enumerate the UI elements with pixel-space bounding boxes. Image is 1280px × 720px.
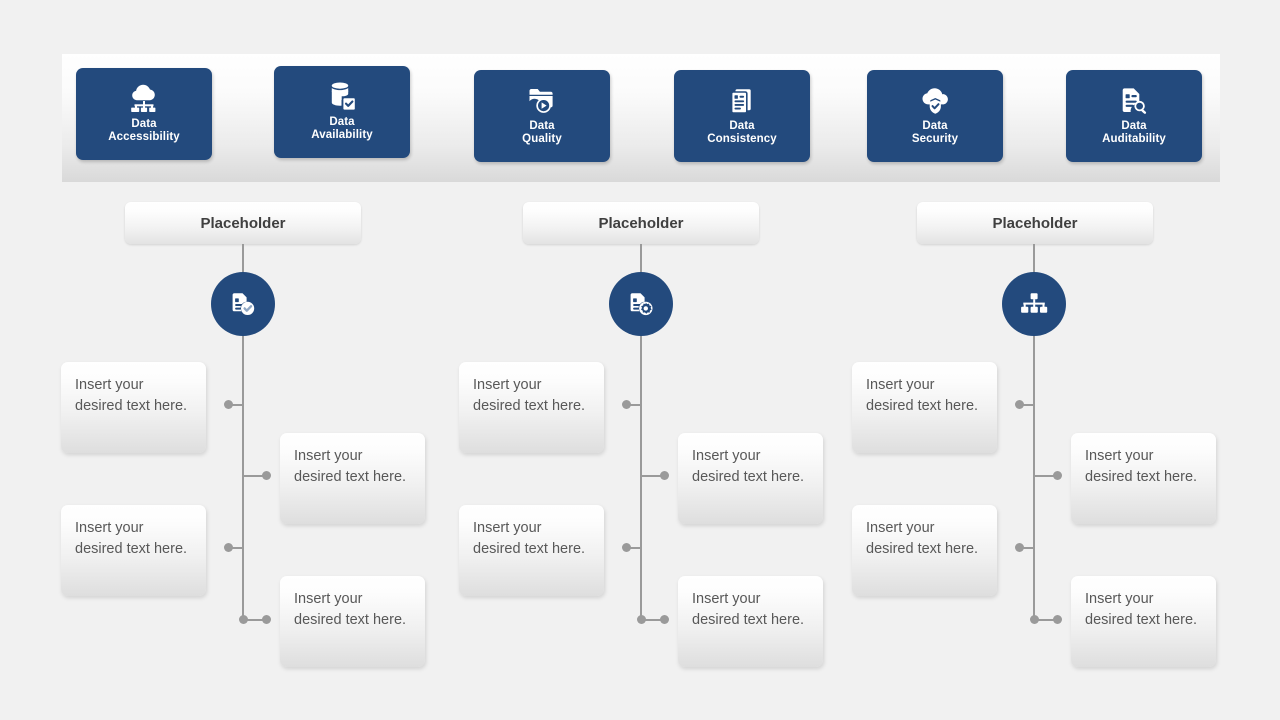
text-box-text: Insert your desired text here. <box>294 448 407 485</box>
branch-line <box>640 475 664 477</box>
text-box-text: Insert your desired text here. <box>866 520 979 557</box>
text-box-text: Insert your desired text here. <box>692 591 805 628</box>
column-icon-2[interactable] <box>609 272 673 336</box>
cloud-network-icon <box>127 81 161 115</box>
category-card-data-security[interactable]: Data Security <box>867 70 1003 162</box>
text-box[interactable]: Insert your desired text here. <box>852 505 997 596</box>
branch-dot <box>1015 400 1024 409</box>
column-trunk-line <box>640 244 642 622</box>
branch-dot <box>224 400 233 409</box>
branch-dot <box>622 543 631 552</box>
column-header-3[interactable]: Placeholder <box>917 202 1153 244</box>
category-card-data-consistency[interactable]: Data Consistency <box>674 70 810 162</box>
hierarchy-icon <box>1021 293 1048 313</box>
branch-line <box>1033 619 1057 621</box>
column-header-label: Placeholder <box>598 214 684 232</box>
branch-dot <box>262 615 271 624</box>
text-box[interactable]: Insert your desired text here. <box>61 505 206 596</box>
column-icon-1[interactable] <box>211 272 275 336</box>
text-box[interactable]: Insert your desired text here. <box>61 362 206 453</box>
text-box[interactable]: Insert your desired text here. <box>459 362 604 453</box>
text-box[interactable]: Insert your desired text here. <box>280 433 425 524</box>
category-card-label: Data Auditability <box>1102 120 1166 145</box>
branch-dot <box>262 471 271 480</box>
category-card-data-auditability[interactable]: Data Auditability <box>1066 70 1202 162</box>
column-trunk-line <box>242 244 244 622</box>
text-box-text: Insert your desired text here. <box>1085 448 1198 485</box>
text-box-text: Insert your desired text here. <box>75 520 188 557</box>
branch-dot <box>224 543 233 552</box>
branch-dot <box>1015 543 1024 552</box>
text-box-text: Insert your desired text here. <box>1085 591 1198 628</box>
text-box-text: Insert your desired text here. <box>75 377 188 414</box>
column-trunk-line <box>1033 244 1035 622</box>
branch-dot <box>660 615 669 624</box>
text-box-text: Insert your desired text here. <box>294 591 407 628</box>
branch-line <box>626 404 642 406</box>
text-box[interactable]: Insert your desired text here. <box>1071 576 1216 667</box>
text-box[interactable]: Insert your desired text here. <box>852 362 997 453</box>
folder-play-icon <box>525 83 559 117</box>
trunk-end-dot <box>637 615 646 624</box>
category-banner: Data Accessibility Data Availability <box>62 54 1220 182</box>
documents-stack-icon <box>725 83 759 117</box>
column-header-1[interactable]: Placeholder <box>125 202 361 244</box>
branch-line <box>640 619 664 621</box>
document-check-icon <box>232 293 255 315</box>
text-box[interactable]: Insert your desired text here. <box>678 576 823 667</box>
category-card-label: Data Accessibility <box>108 118 180 143</box>
column-icon-3[interactable] <box>1002 272 1066 336</box>
branch-dot <box>622 400 631 409</box>
category-card-label: Data Quality <box>522 120 562 145</box>
branch-line <box>1033 475 1057 477</box>
branch-line <box>626 547 642 549</box>
database-check-icon <box>325 79 359 113</box>
trunk-end-dot <box>1030 615 1039 624</box>
category-card-label: Data Consistency <box>707 120 777 145</box>
branch-line <box>1019 547 1035 549</box>
text-box-text: Insert your desired text here. <box>473 377 586 414</box>
text-box[interactable]: Insert your desired text here. <box>459 505 604 596</box>
category-card-data-availability[interactable]: Data Availability <box>274 66 410 158</box>
document-gear-icon <box>630 293 653 316</box>
category-card-data-accessibility[interactable]: Data Accessibility <box>76 68 212 160</box>
branch-dot <box>660 471 669 480</box>
branch-line <box>242 619 266 621</box>
category-card-label: Data Availability <box>311 116 373 141</box>
branch-dot <box>1053 471 1062 480</box>
category-card-label: Data Security <box>911 120 959 145</box>
category-card-data-quality[interactable]: Data Quality <box>474 70 610 162</box>
branch-line <box>228 547 244 549</box>
text-box-text: Insert your desired text here. <box>473 520 586 557</box>
branch-dot <box>1053 615 1062 624</box>
text-box[interactable]: Insert your desired text here. <box>1071 433 1216 524</box>
branch-line <box>1019 404 1035 406</box>
column-header-label: Placeholder <box>992 214 1078 232</box>
text-box[interactable]: Insert your desired text here. <box>678 433 823 524</box>
text-box[interactable]: Insert your desired text here. <box>280 576 425 667</box>
cloud-shield-check-icon <box>918 83 952 117</box>
branch-line <box>228 404 244 406</box>
text-box-text: Insert your desired text here. <box>692 448 805 485</box>
trunk-end-dot <box>239 615 248 624</box>
text-box-text: Insert your desired text here. <box>866 377 979 414</box>
document-search-icon <box>1117 83 1151 117</box>
column-header-label: Placeholder <box>200 214 286 232</box>
branch-line <box>242 475 266 477</box>
column-header-2[interactable]: Placeholder <box>523 202 759 244</box>
